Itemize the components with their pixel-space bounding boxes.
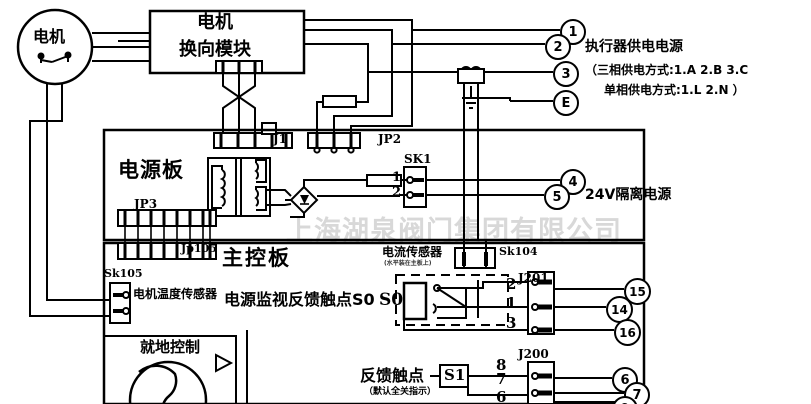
- terminal-16: 16: [614, 319, 641, 346]
- connector-j201-label: J201: [518, 271, 549, 285]
- local-control-label: 就地控制: [140, 338, 201, 356]
- connector-jp3-label: JP3: [134, 197, 158, 211]
- pin-j201-1: 1: [506, 294, 517, 312]
- power-board-box: [102, 128, 646, 242]
- supply-note-line2: 单相供电方式:1.L 2.N ）: [604, 83, 745, 97]
- reversing-module-label-line1: 电机: [197, 12, 233, 33]
- main-board-label: 主控板: [222, 246, 291, 270]
- supply-note-line1: （三相供电方式:1.A 2.B 3.C: [585, 63, 749, 77]
- pin-j201-2: 2: [506, 275, 517, 293]
- motor-temp-sensor-label: 电机温度传感器: [133, 287, 218, 301]
- main-board-box: [102, 241, 646, 404]
- terminal-5: 5: [544, 184, 570, 210]
- pin-j200-8: 8: [496, 356, 507, 374]
- feedback-contact-label: 反馈触点: [360, 366, 425, 385]
- pin-sk1-1: 1: [392, 170, 402, 185]
- feedback-contact-sublabel: （默认全关指示）: [364, 387, 437, 397]
- terminal-3: 3: [553, 61, 579, 87]
- connector-j1-label: J1: [273, 132, 288, 146]
- isolated-24v-label: 24V隔离电源: [585, 187, 672, 203]
- reversing-module-label-line2: 换向模块: [179, 39, 251, 60]
- terminal-e: E: [553, 90, 579, 116]
- pin-j200-7: 7: [496, 370, 507, 388]
- relay-s0-label: S0: [379, 290, 404, 310]
- pin-sk1-2: 2: [392, 185, 402, 200]
- pin-j201-3: 3: [506, 314, 517, 332]
- motor-symbol: [16, 8, 94, 86]
- connector-j200-label: J200: [518, 347, 549, 361]
- connector-jp105-label: Jp105: [181, 242, 217, 255]
- power-monitor-contact-label: 电源监视反馈触点S0: [224, 290, 375, 309]
- terminal-15: 15: [624, 278, 651, 305]
- pin-j200-6: 6: [496, 388, 507, 404]
- current-sensor-label: 电流传感器: [382, 245, 443, 259]
- connector-sk105-label: Sk105: [104, 267, 143, 280]
- motor-label: 电机: [33, 27, 66, 46]
- connector-jp2-label: JP2: [378, 132, 402, 146]
- power-board-label: 电源板: [118, 158, 184, 182]
- relay-s1-label: S1: [444, 366, 466, 384]
- connector-sk104-label: Sk104: [499, 245, 538, 258]
- local-control-box: [103, 335, 237, 404]
- actuator-supply-label: 执行器供电电源: [585, 39, 683, 55]
- terminal-2: 2: [545, 34, 571, 60]
- current-sensor-sublabel: (水平装在主板上): [384, 260, 432, 267]
- connector-sk1-label: SK1: [404, 152, 432, 166]
